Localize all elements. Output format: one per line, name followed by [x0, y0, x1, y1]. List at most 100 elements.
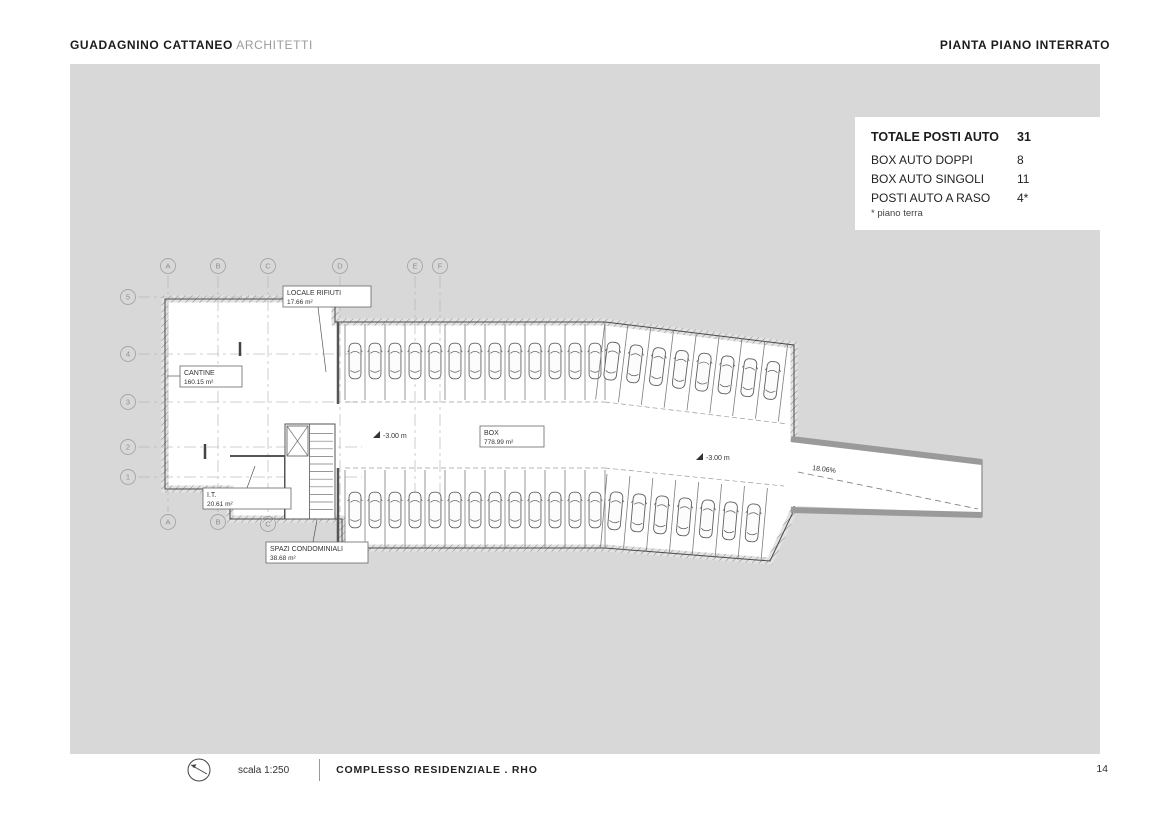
svg-text:B: B [215, 262, 220, 271]
elevator-cross-2 [286, 425, 309, 457]
legend-row-posti-raso: POSTI AUTO A RASO 4* [871, 191, 1029, 205]
car-icon [567, 491, 583, 529]
car-icon [347, 342, 363, 380]
car-icon [467, 342, 483, 380]
project-title: COMPLESSO RESIDENZIALE . RHO [336, 764, 538, 776]
stall-divider [595, 321, 606, 400]
svg-text:20.61 m²: 20.61 m² [207, 501, 233, 508]
aisle-lines [345, 401, 789, 487]
svg-text:A: A [165, 518, 170, 527]
level-marker-1: -3.00 m [373, 431, 407, 440]
car-icon [467, 491, 483, 529]
grid-bubbles: A B C D E F A B C 5 4 3 2 1 [120, 258, 448, 532]
ramp-wall-top [790, 436, 983, 465]
svg-text:-3.00 m: -3.00 m [383, 433, 407, 440]
svg-text:BOX: BOX [484, 430, 499, 437]
car-icon [527, 342, 543, 380]
car-icon [387, 342, 403, 380]
firm-name-light: ARCHITETTI [236, 38, 313, 52]
svg-text:CANTINE: CANTINE [184, 370, 215, 377]
stall-divider [640, 327, 652, 406]
ramp: 18.06% [790, 436, 983, 518]
car-icon [547, 342, 563, 380]
legend-row-box-singoli: BOX AUTO SINGOLI 11 [871, 172, 1030, 186]
svg-text:C: C [265, 520, 271, 529]
svg-text:-3.00 m: -3.00 m [706, 455, 730, 462]
svg-text:3: 3 [126, 398, 130, 407]
legend-row-box-doppi: BOX AUTO DOPPI 8 [871, 153, 1024, 167]
stall-divider [623, 475, 631, 550]
car-icon [367, 342, 383, 380]
stall-divider [668, 479, 677, 554]
stall-divider [777, 344, 789, 422]
parking-row-upper-wing [595, 321, 789, 422]
level-markers: -3.00 m -3.00 m [373, 431, 730, 462]
svg-text:38.68 m²: 38.68 m² [270, 555, 296, 562]
car-icon [387, 491, 403, 529]
svg-text:5: 5 [126, 293, 130, 302]
svg-text:C: C [265, 262, 271, 271]
car-icon [407, 491, 423, 529]
svg-text:160.15 m²: 160.15 m² [184, 379, 214, 386]
legend-panel: TOTALE POSTI AUTO 31 BOX AUTO DOPPI 8 BO… [855, 117, 1101, 230]
sheet-header: GUADAGNINO CATTANEO ARCHITETTI PIANTA PI… [70, 38, 1110, 52]
firm-name-bold: GUADAGNINO CATTANEO [70, 38, 233, 52]
car-icon [427, 342, 443, 380]
car-icon [547, 491, 563, 529]
stall-divider [760, 487, 768, 562]
svg-text:E: E [412, 262, 417, 271]
stall-divider [709, 335, 720, 414]
room-label-cantine: CANTINE 160.15 m² [167, 365, 243, 388]
car-icon [447, 491, 463, 529]
legend-footnote: * piano terra [871, 208, 923, 219]
legend-title-label: TOTALE POSTI AUTO [871, 130, 1000, 144]
ramp-slope-label: 18.06% [812, 465, 836, 475]
room-label-it: I.T. 20.61 m² [202, 465, 292, 510]
sheet-footer: scala 1:250 COMPLESSO RESIDENZIALE . RHO [186, 757, 538, 783]
parking-row-upper [344, 324, 606, 400]
stall-divider [663, 330, 674, 408]
ramp-wall-bottom [790, 507, 983, 518]
drawing-canvas: 18.06% A B C D E [70, 64, 1101, 754]
car-icon [447, 342, 463, 380]
svg-text:A: A [165, 262, 170, 271]
footer-divider [319, 759, 321, 781]
car-icon [567, 342, 583, 380]
car-icon [527, 491, 543, 529]
room-labels: LOCALE RIFIUTI 17.66 m² CANTINE 160.15 m… [167, 285, 545, 564]
stall-divider [600, 473, 608, 548]
room-label-spazi-condominiali: SPAZI CONDOMINIALI 38.68 m² [265, 519, 369, 564]
svg-text:4: 4 [126, 350, 130, 359]
stall-divider [755, 341, 766, 419]
floor-plan-svg: 18.06% A B C D E [120, 258, 983, 565]
stall-divider [714, 483, 722, 558]
room-label-locale-rifiuti: LOCALE RIFIUTI 17.66 m² [282, 285, 372, 373]
car-icon [507, 491, 523, 529]
firm-name: GUADAGNINO CATTANEO ARCHITETTI [70, 38, 313, 52]
car-icon [367, 491, 383, 529]
stall-divider [645, 477, 654, 552]
car-icon [487, 342, 503, 380]
interior-walls [203, 322, 340, 548]
page-number: 14 [1096, 763, 1108, 775]
car-icon [347, 491, 363, 529]
sheet-title: PIANTA PIANO INTERRATO [939, 38, 1110, 52]
room-label-box: BOX 778.99 m² [479, 425, 545, 448]
car-icon [427, 491, 443, 529]
car-icon [407, 342, 423, 380]
stall-divider [732, 338, 743, 417]
stall-divider [618, 324, 629, 403]
level-marker-2: -3.00 m [696, 453, 730, 462]
stall-divider [686, 333, 697, 411]
legend-title-row: TOTALE POSTI AUTO 31 [871, 130, 1085, 144]
north-compass-icon [187, 758, 211, 782]
ramp-floor [790, 442, 982, 513]
svg-text:2: 2 [126, 443, 130, 452]
svg-text:D: D [337, 262, 343, 271]
svg-text:LOCALE RIFIUTI: LOCALE RIFIUTI [287, 290, 341, 297]
svg-text:I.T.: I.T. [207, 492, 216, 499]
parking-row-lower-wing [600, 473, 768, 562]
ramp-slope-line [797, 471, 979, 510]
svg-text:17.66 m²: 17.66 m² [287, 299, 313, 306]
